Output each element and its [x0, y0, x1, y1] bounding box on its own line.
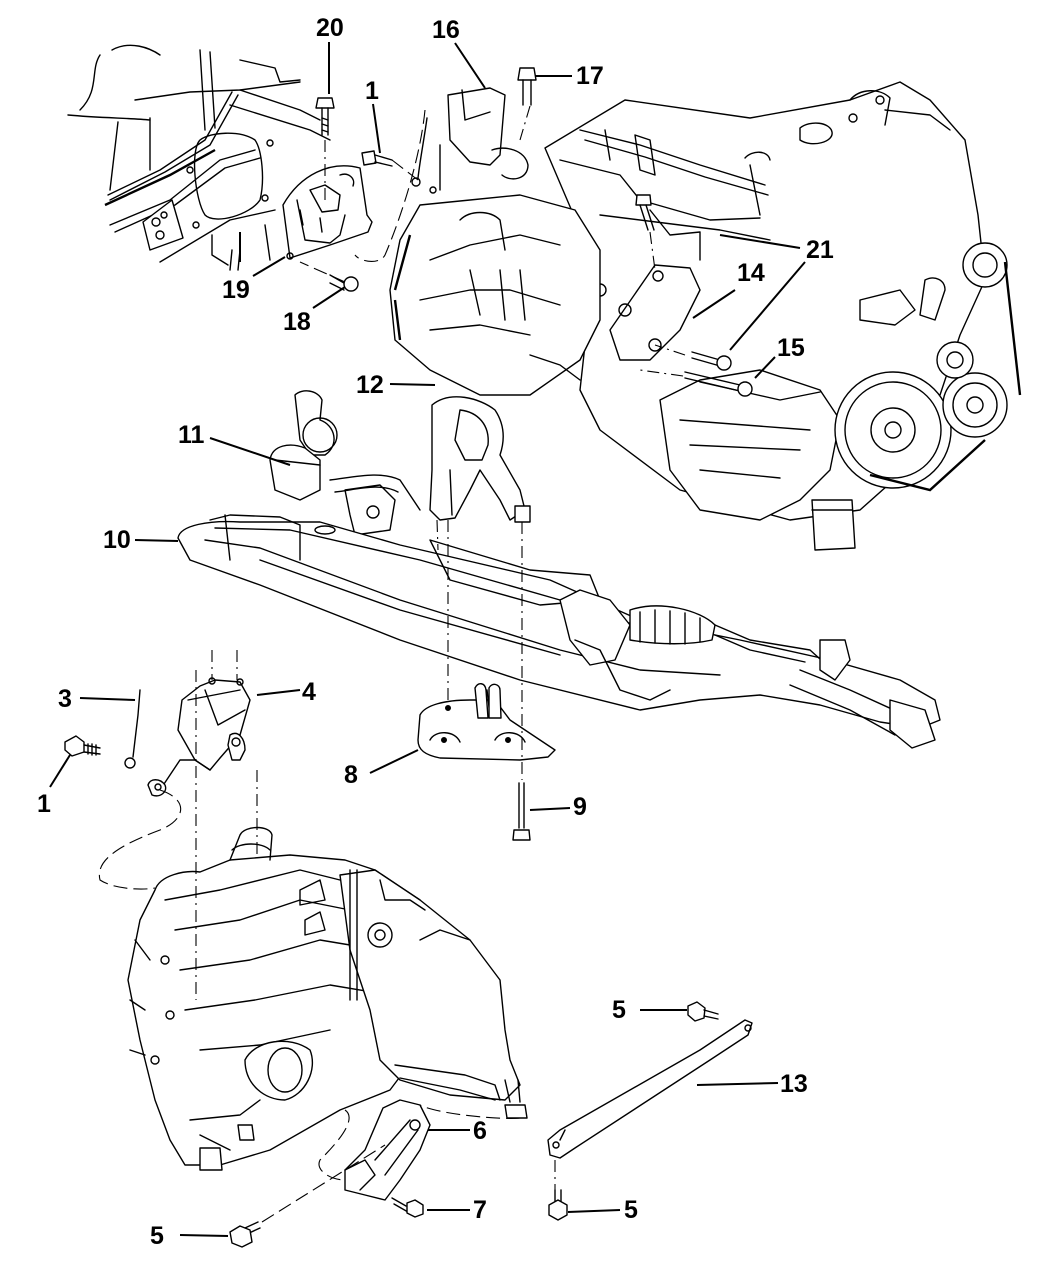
bolt-1-top [361, 150, 393, 167]
bolt-20 [315, 97, 335, 136]
bolt-1-bottom [64, 735, 101, 757]
transaxle-mount-12 [429, 396, 531, 523]
callout-4: 4 [302, 678, 316, 706]
callout-leaders [49, 42, 806, 1237]
bolt-5-right-top [687, 1001, 719, 1022]
callout-5-bottom-right: 5 [624, 1196, 638, 1224]
mount-plate-8 [417, 683, 556, 761]
body-structure [67, 44, 331, 271]
callout-8: 8 [344, 761, 358, 789]
callout-15: 15 [777, 334, 805, 362]
callout-7: 7 [473, 1196, 487, 1224]
callout-12: 12 [356, 371, 384, 399]
callout-3: 3 [58, 685, 72, 713]
callout-10: 10 [103, 526, 131, 554]
bolt-14 [691, 351, 732, 371]
callout-19: 19 [222, 276, 250, 304]
bolt-18 [329, 274, 359, 292]
callout-6: 6 [473, 1117, 487, 1145]
callout-5-right-top: 5 [612, 996, 626, 1024]
transaxle-upper [389, 194, 601, 396]
callout-20: 20 [316, 14, 344, 42]
mount-bracket-4 [147, 677, 251, 797]
callout-14: 14 [737, 259, 765, 287]
engine [504, 81, 1022, 551]
callout-13: 13 [780, 1070, 808, 1098]
bolt-5-bottom-right [548, 1189, 568, 1221]
torque-strut-13 [547, 1019, 753, 1159]
bolt-17 [517, 67, 537, 106]
mount-bracket-6 [344, 1099, 431, 1201]
bolt-7 [391, 1197, 424, 1218]
callout-1-top: 1 [365, 77, 379, 105]
callout-17: 17 [576, 62, 604, 90]
ground-strap [411, 117, 428, 187]
callout-16: 16 [432, 16, 460, 44]
callout-1-bottom: 1 [37, 790, 51, 818]
callout-21: 21 [806, 236, 834, 264]
callout-5-bottom-left: 5 [150, 1222, 164, 1250]
bolt-5-bottom-left [229, 1221, 261, 1248]
callout-9: 9 [573, 793, 587, 821]
alignment-lines [98, 105, 686, 1223]
callout-18: 18 [283, 308, 311, 336]
left-engine-mount [282, 165, 373, 260]
mount-11 [269, 390, 421, 536]
bolt-15 [684, 371, 753, 397]
bolt-9 [512, 782, 531, 841]
bolt-21 [635, 194, 655, 231]
ground-strap-3 [124, 689, 141, 769]
mount-bracket-16 [429, 87, 529, 194]
front-crossmember [177, 514, 941, 749]
transaxle-lower [127, 826, 528, 1171]
callout-labels: 20 16 17 1 19 18 21 14 15 12 11 10 3 4 1… [37, 14, 834, 1250]
callout-11: 11 [178, 421, 205, 449]
